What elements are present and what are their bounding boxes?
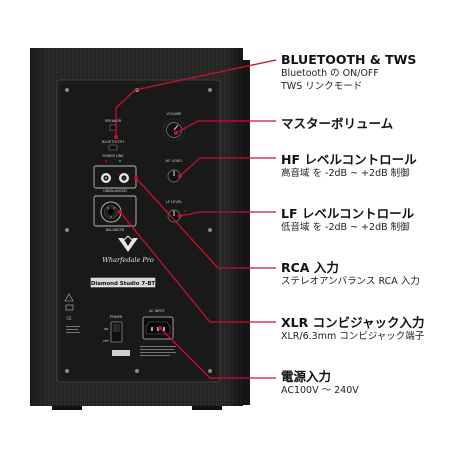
callout-rca-input: RCA 入力 ステレオアンバランス RCA 入力 bbox=[281, 260, 457, 288]
serial-label bbox=[112, 350, 130, 356]
callout-xlr-title: XLR コンビジャック入力 bbox=[281, 315, 425, 330]
callout-rca-line-1: ステレオアンバランス RCA 入力 bbox=[281, 276, 420, 287]
callout-lf-line-1: 低音域 を -2dB ~ +2dB 制御 bbox=[281, 222, 410, 233]
callout-hf-line-1: 高音域 を -2dB ~ +2dB 制御 bbox=[281, 168, 410, 179]
off-label: OFF bbox=[103, 339, 109, 343]
brand-logo-mark bbox=[118, 235, 138, 252]
callout-power-line-1: AC100V ～ 240V bbox=[281, 385, 359, 396]
svg-text:CE: CE bbox=[66, 316, 72, 321]
on-label: ON bbox=[104, 327, 109, 331]
xlr-combo-plate bbox=[93, 195, 137, 227]
bluetooth-button[interactable] bbox=[108, 144, 118, 151]
svg-text:+: + bbox=[184, 209, 186, 213]
balanced-label: BALANCED bbox=[106, 228, 125, 232]
lf-level-label: LF LEVEL bbox=[166, 200, 182, 204]
volume-label: VOLUME bbox=[166, 112, 182, 116]
callout-lines bbox=[114, 59, 277, 379]
callout-lf-title: LF レベルコントロール bbox=[281, 206, 415, 221]
svg-text:-: - bbox=[162, 170, 163, 173]
ac-input-label: AC INPUT bbox=[149, 309, 166, 313]
callout-power-input: 電源入力 AC100V ～ 240V bbox=[281, 369, 457, 397]
cabinet-foot-left bbox=[52, 406, 82, 410]
certification-marks: CE bbox=[64, 293, 74, 321]
cabinet-foot-right bbox=[192, 406, 222, 410]
callout-rca-title: RCA 入力 bbox=[281, 260, 339, 275]
callout-xlr-input: XLR コンビジャック入力 XLR/6.3mm コンビジャック端子 bbox=[281, 315, 457, 343]
xlr-combo-jack[interactable] bbox=[100, 201, 122, 223]
model-badge bbox=[90, 277, 156, 288]
fuse-text-block bbox=[140, 346, 176, 356]
hf-level-label: HF LEVEL bbox=[166, 159, 183, 163]
rca-jack-right[interactable] bbox=[119, 173, 129, 183]
link-led bbox=[118, 159, 122, 163]
callout-volume: マスターボリューム bbox=[281, 116, 457, 131]
callout-lf-level: LF レベルコントロール 低音域 を -2dB ~ +2dB 制御 bbox=[281, 206, 457, 234]
callout-bluetooth: BLUETOOTH & TWS Bluetooth の ON/OFF TWS リ… bbox=[281, 52, 457, 93]
callout-bluetooth-line-1: Bluetooth の ON/OFF bbox=[281, 68, 379, 79]
callout-bluetooth-line-2: TWS リンクモード bbox=[281, 81, 363, 92]
bluetooth-label: BLUETOOTH bbox=[102, 140, 124, 144]
callout-hf-level: HF レベルコントロール 高音域 を -2dB ~ +2dB 制御 bbox=[281, 152, 457, 180]
volume-knob-ring bbox=[162, 118, 186, 142]
callout-power-title: 電源入力 bbox=[281, 369, 332, 384]
speaker-switch[interactable] bbox=[109, 124, 117, 131]
power-label: POWER bbox=[110, 315, 123, 319]
svg-text:-: - bbox=[162, 210, 163, 213]
model-name: Diamond Studio 7-BT bbox=[91, 281, 156, 287]
callout-bluetooth-title: BLUETOOTH & TWS bbox=[281, 52, 417, 67]
power-led bbox=[104, 159, 108, 163]
callout-volume-title: マスターボリューム bbox=[281, 116, 394, 131]
callout-hf-title: HF レベルコントロール bbox=[281, 152, 417, 167]
power-link-label: POWER LINK bbox=[102, 154, 124, 158]
unbalanced-label: UNBALANCED bbox=[103, 189, 127, 193]
warning-text-block bbox=[66, 326, 80, 333]
speaker-label: SPEAKER bbox=[105, 119, 122, 123]
brand-logo: Wharfedale Pro bbox=[102, 256, 154, 264]
callout-xlr-line-1: XLR/6.3mm コンビジャック端子 bbox=[281, 331, 425, 342]
rca-jack-left[interactable] bbox=[101, 173, 111, 183]
